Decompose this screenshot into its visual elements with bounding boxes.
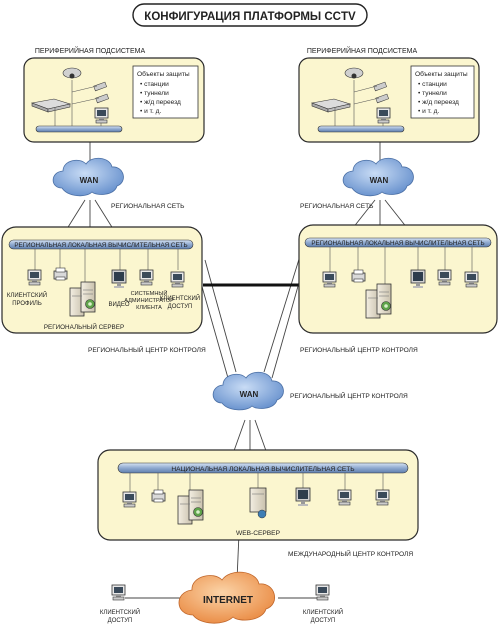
objects-list-item: • туннели (418, 90, 447, 97)
camera-icon (93, 81, 107, 92)
pc-icon (111, 584, 126, 601)
objects-heading: Объекты защиты (415, 70, 468, 78)
dvr-icon (310, 98, 352, 113)
pc-icon (464, 271, 479, 288)
internet-label: INTERNET (203, 595, 253, 606)
peripheral-left-bus (35, 125, 123, 133)
regional-center-left: РЕГИОНАЛЬНАЯ ЛОКАЛЬНАЯ ВЫЧИСЛИТЕЛЬНАЯ СЕ… (1, 226, 203, 334)
pc-icon (375, 489, 390, 506)
regional-server-label: РЕГИОНАЛЬНЫЙ СЕРВЕР (44, 322, 124, 331)
regional-center-label-right: РЕГИОНАЛЬНЫЙ ЦЕНТР КОНТРОЛЯ (300, 345, 418, 354)
camera-icon (62, 67, 82, 79)
client-access-label: КЛИЕНТСКИЙ (303, 608, 343, 616)
pc-icon (437, 269, 452, 286)
printer-icon (151, 489, 166, 503)
printer-icon (53, 267, 68, 281)
pc-icon (94, 107, 109, 124)
camera-icon (375, 93, 389, 104)
client-access-label: КЛИЕНТСКИЙ (160, 294, 200, 302)
regional-net-label-left: РЕГИОНАЛЬНАЯ СЕТЬ (111, 203, 184, 210)
objects-heading: Объекты защиты (137, 70, 190, 78)
client-access-label: ДОСТУП (311, 618, 336, 624)
national-center: НАЦИОНАЛЬНАЯ ЛОКАЛЬНАЯ ВЫЧИСЛИТЕЛЬНАЯ СЕ… (97, 449, 419, 541)
pc-icon (315, 584, 330, 601)
wan-cloud-left: WAN (52, 157, 124, 197)
internet-cloud: INTERNET (178, 571, 275, 624)
objects-list-item: • туннели (140, 90, 169, 97)
regional-lan-bus (304, 237, 492, 248)
camera-icon (373, 81, 387, 92)
peripheral-left-title: ПЕРИФЕРИЙНАЯ ПОДСИСТЕМА (35, 46, 146, 55)
peripheral-right-bus (317, 125, 405, 133)
regional-lan-label: РЕГИОНАЛЬНАЯ ЛОКАЛЬНАЯ ВЫЧИСЛИТЕЛЬНАЯ СЕ… (14, 242, 187, 249)
pc-icon (337, 489, 352, 506)
pc-icon (322, 271, 337, 288)
national-center-label: МЕЖДУНАРОДНЫЙ ЦЕНТР КОНТРОЛЯ (288, 549, 413, 558)
regional-net-label-right: РЕГИОНАЛЬНАЯ СЕТЬ (300, 203, 373, 210)
pc-icon (376, 107, 391, 124)
diagram-title: КОНФИГУРАЦИЯ ПЛАТФОРМЫ CCTV (132, 3, 368, 27)
client-profile-label: ПРОФИЛЬ (12, 301, 42, 307)
regional-center-label-left: РЕГИОНАЛЬНЫЙ ЦЕНТР КОНТРОЛЯ (88, 345, 206, 354)
objects-list-item: • ж/д переезд (140, 99, 181, 106)
title-text: КОНФИГУРАЦИЯ ПЛАТФОРМЫ CCTV (144, 11, 356, 23)
regional-lan-bus (8, 239, 194, 250)
client-access-label: КЛИЕНТСКИЙ (100, 608, 140, 616)
peripheral-right: ПЕРИФЕРИЙНАЯ ПОДСИСТЕМА Объекты защиты (298, 46, 480, 143)
national-lan-label: НАЦИОНАЛЬНАЯ ЛОКАЛЬНАЯ ВЫЧИСЛИТЕЛЬНАЯ СЕ… (171, 466, 354, 473)
regional-center-right: РЕГИОНАЛЬНАЯ ЛОКАЛЬНАЯ ВЫЧИСЛИТЕЛЬНАЯ СЕ… (298, 224, 498, 334)
client-access-label: ДОСТУП (168, 304, 193, 310)
camera-icon (344, 67, 364, 79)
wan-cloud-center: WAN (212, 371, 284, 411)
objects-list-item: • станции (140, 81, 169, 88)
pc-icon (122, 491, 137, 508)
printer-icon (351, 269, 366, 283)
regional-lan-label: РЕГИОНАЛЬНАЯ ЛОКАЛЬНАЯ ВЫЧИСЛИТЕЛЬНАЯ СЕ… (311, 240, 484, 247)
sysadmin-label: КЛИЕНТА (136, 305, 162, 311)
wan-cloud-right: WAN (342, 157, 414, 197)
peripheral-right-title: ПЕРИФЕРИЙНАЯ ПОДСИСТЕМА (307, 46, 418, 55)
objects-list-item: • и т. д. (418, 108, 439, 115)
wan-label: WAN (80, 176, 99, 185)
peripheral-left: ПЕРИФЕРИЙНАЯ ПОДСИСТЕМА Объекты защиты (23, 46, 205, 143)
national-lan-bus (117, 462, 409, 474)
pc-icon (139, 269, 154, 286)
sysadmin-label: АДМИНИСТРАТОР (124, 298, 174, 304)
video-label: ВИДЕО (108, 302, 129, 308)
web-server-icon (249, 487, 267, 519)
objects-list-item: • и т. д. (140, 108, 161, 115)
sysadmin-label: СИСТЕМНЫЙ (131, 289, 168, 297)
wan-label: WAN (370, 176, 389, 185)
pc-icon (170, 271, 185, 288)
client-access-label: ДОСТУП (108, 618, 133, 624)
web-server-label: WEB-СЕРВЕР (236, 530, 281, 537)
objects-list-item: • станции (418, 81, 447, 88)
client-profile-label: КЛИЕНТСКИЙ (7, 291, 47, 299)
wan-label: WAN (240, 390, 259, 399)
dvr-icon (30, 98, 72, 113)
objects-list-item: • ж/д переезд (418, 99, 459, 106)
network-links (59, 135, 416, 599)
regional-center-label-mid: РЕГИОНАЛЬНЫЙ ЦЕНТР КОНТРОЛЯ (290, 391, 408, 400)
pc-icon (27, 269, 42, 286)
camera-icon (95, 93, 109, 104)
